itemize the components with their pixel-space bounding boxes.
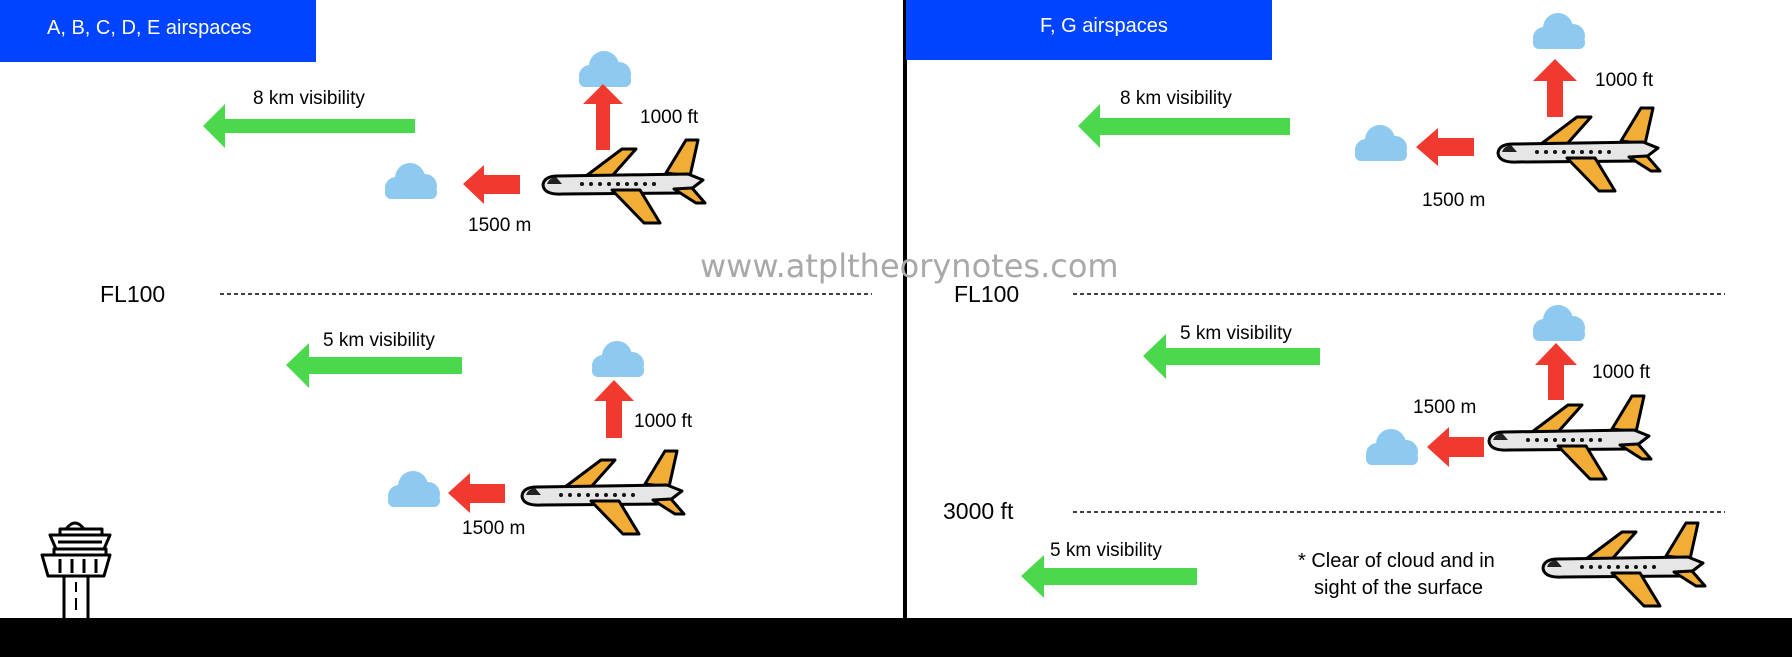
panel-divider: [903, 0, 907, 620]
cloud-icon: [592, 341, 644, 377]
airplane-icon: [1496, 106, 1662, 193]
ground-bar: [0, 618, 1792, 657]
cloud-icon: [1355, 125, 1407, 161]
vertical-distance-label: 1000 ft: [640, 107, 699, 128]
left-panel: A, B, C, D, E airspaces 8 km visibility …: [0, 0, 872, 618]
left-header-bar: [0, 0, 316, 62]
note-line-2: sight of the surface: [1314, 577, 1483, 599]
right-lowest-scenario: 5 km visibility * Clear of cloud and in …: [1021, 521, 1707, 608]
airplane-icon: [1487, 394, 1653, 481]
right-upper-scenario: 8 km visibility 1000 ft 1500 m: [1078, 13, 1662, 211]
horizontal-distance-label: 1500 m: [462, 518, 525, 539]
vertical-distance-arrow-icon: [583, 84, 623, 150]
right-middle-scenario: 5 km visibility 1000 ft 1500 m: [1143, 305, 1653, 481]
vertical-distance-arrow-icon: [1533, 59, 1577, 117]
cloud-icon: [388, 471, 440, 507]
horizontal-distance-label: 1500 m: [468, 215, 531, 236]
visibility-label: 8 km visibility: [253, 88, 365, 109]
horizontal-distance-arrow-icon: [463, 165, 520, 204]
right-header-bar: [906, 0, 1272, 60]
airplane-icon: [541, 138, 707, 225]
horizontal-distance-arrow-icon: [1416, 128, 1474, 166]
horizontal-distance-arrow-icon: [1427, 427, 1484, 467]
vertical-distance-arrow-icon: [594, 380, 634, 438]
flight-level-label: FL100: [100, 281, 165, 307]
cloud-icon: [1533, 305, 1585, 341]
cloud-icon: [1533, 13, 1585, 49]
flight-level-label: FL100: [954, 281, 1019, 307]
visibility-arrow-icon: [1021, 555, 1197, 598]
left-lower-scenario: 5 km visibility 1000 ft 1500 m: [286, 330, 693, 539]
cloud-icon: [579, 51, 631, 87]
cloud-icon: [1366, 429, 1418, 465]
horizontal-distance-label: 1500 m: [1413, 397, 1476, 418]
airplane-icon: [1541, 521, 1707, 608]
cloud-icon: [385, 163, 437, 199]
visibility-arrow-icon: [286, 343, 462, 388]
visibility-label: 5 km visibility: [323, 330, 435, 351]
right-header-label: F, G airspaces: [1040, 15, 1168, 37]
visibility-label: 5 km visibility: [1180, 323, 1292, 344]
visibility-arrow-icon: [1143, 334, 1320, 379]
right-panel: F, G airspaces 8 km visibility 1000 ft 1…: [906, 0, 1725, 608]
left-header-label: A, B, C, D, E airspaces: [47, 17, 252, 39]
note-line-1: * Clear of cloud and in: [1298, 550, 1495, 572]
visibility-arrow-icon: [1078, 104, 1290, 148]
vertical-distance-label: 1000 ft: [1592, 362, 1651, 383]
vertical-distance-label: 1000 ft: [1595, 70, 1654, 91]
watermark-text: www.atpltheorynotes.com: [700, 247, 1119, 285]
vertical-distance-label: 1000 ft: [634, 411, 693, 432]
vertical-distance-arrow-icon: [1535, 343, 1577, 400]
left-upper-scenario: 8 km visibility 1000 ft 1500 m: [203, 51, 707, 236]
airplane-icon: [520, 449, 686, 536]
horizontal-distance-label: 1500 m: [1422, 190, 1485, 211]
control-tower-icon: [40, 521, 112, 618]
visibility-label: 8 km visibility: [1120, 88, 1232, 109]
visibility-label: 5 km visibility: [1050, 540, 1162, 561]
altitude-level-label: 3000 ft: [943, 498, 1014, 524]
visibility-arrow-icon: [203, 104, 415, 148]
horizontal-distance-arrow-icon: [448, 473, 505, 513]
